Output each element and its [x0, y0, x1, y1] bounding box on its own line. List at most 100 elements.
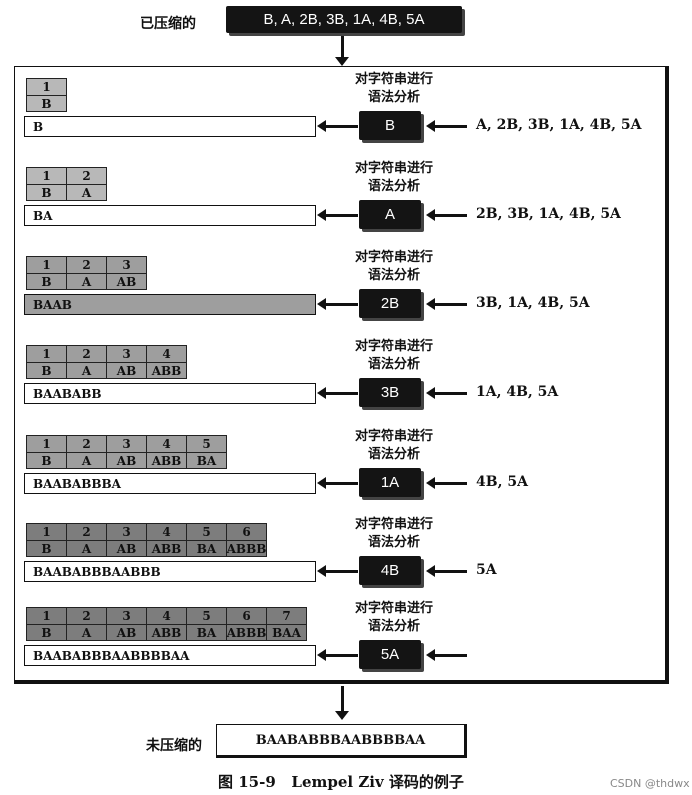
remaining-tokens: 3B, 1A, 4B, 5A: [476, 295, 590, 311]
dictionary-index-cell: 6: [226, 607, 267, 625]
arrow-left-line: [435, 303, 467, 306]
token-box: 4B: [359, 556, 421, 585]
output-string-box: BAABABBBAABBBBAA: [24, 645, 316, 666]
dictionary-index-cell: 1: [26, 607, 67, 625]
dictionary-index-cell: 4: [146, 345, 187, 363]
output-string-box: B: [24, 116, 316, 137]
dictionary-value-cell: AB: [106, 273, 147, 290]
arrow-left-head: [317, 298, 326, 310]
dictionary-index-cell: 5: [186, 523, 227, 541]
output-string-box: BAABABBBAABBB: [24, 561, 316, 582]
dictionary-value-cell: BA: [186, 540, 227, 557]
dictionary-index-cell: 3: [106, 345, 147, 363]
dictionary-value-cell: A: [66, 540, 107, 557]
dictionary-value-cell: A: [66, 273, 107, 290]
dictionary-index-cell: 1: [26, 435, 67, 453]
arrow-left-head: [317, 649, 326, 661]
dictionary-index-cell: 1: [26, 345, 67, 363]
dictionary-index-cell: 1: [26, 78, 67, 96]
output-string-box: BAAB: [24, 294, 316, 315]
dictionary-index-cell: 4: [146, 607, 187, 625]
dictionary-index-cell: 2: [66, 435, 107, 453]
arrow-left-line: [435, 570, 467, 573]
dictionary-value-cell: ABBB: [226, 540, 267, 557]
dictionary-index-cell: 4: [146, 435, 187, 453]
dictionary-value-cell: AB: [106, 540, 147, 557]
parse-label-line2: 语法分析: [367, 268, 420, 283]
arrow-left-line: [326, 214, 358, 217]
output-string-box: BAABABB: [24, 383, 316, 404]
dictionary-index-cell: 2: [66, 256, 107, 274]
arrow-left-head: [317, 120, 326, 132]
arrow-left-head: [426, 565, 435, 577]
parse-label: 对字符串进行语法分析: [334, 71, 454, 107]
token-box: A: [359, 200, 421, 229]
arrow-left-head: [317, 477, 326, 489]
dictionary-index-cell: 3: [106, 523, 147, 541]
token-box: 5A: [359, 640, 421, 669]
parse-label: 对字符串进行语法分析: [334, 160, 454, 196]
dictionary-value-cell: A: [66, 624, 107, 641]
dictionary-index-cell: 3: [106, 256, 147, 274]
uncompressed-label: 未压缩的: [146, 738, 202, 754]
token-box: 1A: [359, 468, 421, 497]
dictionary-value-cell: BAA: [266, 624, 307, 641]
parse-label-line1: 对字符串进行: [354, 250, 433, 265]
dictionary-value-cell: BA: [186, 452, 227, 469]
dictionary-value-cell: B: [26, 540, 67, 557]
dictionary-value-cell: B: [26, 95, 67, 112]
dictionary-index-cell: 2: [66, 607, 107, 625]
arrow-left-line: [326, 654, 358, 657]
dictionary-value-cell: A: [66, 452, 107, 469]
dictionary-index-cell: 7: [266, 607, 307, 625]
arrow-left-head: [426, 387, 435, 399]
dictionary-index-cell: 5: [186, 435, 227, 453]
watermark: CSDN @thdwx: [610, 777, 690, 790]
dictionary-value-cell: AB: [106, 362, 147, 379]
dictionary-index-cell: 3: [106, 607, 147, 625]
remaining-tokens: 4B, 5A: [476, 474, 528, 490]
arrow-left-head: [426, 649, 435, 661]
output-string-box: BA: [24, 205, 316, 226]
arrow-down-bottom-head: [335, 711, 349, 720]
parse-label-line2: 语法分析: [367, 90, 420, 105]
arrow-left-line: [326, 570, 358, 573]
dictionary-value-cell: ABB: [146, 452, 187, 469]
arrow-left-head: [317, 209, 326, 221]
parse-label-line1: 对字符串进行: [354, 601, 433, 616]
remaining-tokens: 2B, 3B, 1A, 4B, 5A: [476, 206, 621, 222]
remaining-tokens: 1A, 4B, 5A: [476, 384, 559, 400]
dictionary-index-cell: 1: [26, 256, 67, 274]
dictionary-value-cell: ABB: [146, 362, 187, 379]
parse-label-line2: 语法分析: [367, 179, 420, 194]
arrow-down-bottom: [341, 686, 344, 712]
parse-label-line1: 对字符串进行: [354, 72, 433, 87]
dictionary-value-cell: AB: [106, 624, 147, 641]
parse-label-line1: 对字符串进行: [354, 339, 433, 354]
compressed-token-box: B, A, 2B, 3B, 1A, 4B, 5A: [226, 6, 462, 33]
arrow-left-line: [326, 392, 358, 395]
arrow-left-line: [435, 654, 467, 657]
dictionary-index-cell: 5: [186, 607, 227, 625]
parse-label-line2: 语法分析: [367, 619, 420, 634]
dictionary-index-cell: 3: [106, 435, 147, 453]
arrow-left-head: [426, 120, 435, 132]
parse-label: 对字符串进行语法分析: [334, 516, 454, 552]
dictionary-index-cell: 1: [26, 167, 67, 185]
arrow-left-head: [426, 477, 435, 489]
dictionary-value-cell: B: [26, 362, 67, 379]
dictionary-index-cell: 2: [66, 345, 107, 363]
dictionary-value-cell: A: [66, 184, 107, 201]
parse-label: 对字符串进行语法分析: [334, 338, 454, 374]
arrow-left-line: [326, 482, 358, 485]
arrow-left-line: [435, 125, 467, 128]
dictionary-value-cell: A: [66, 362, 107, 379]
token-box: B: [359, 111, 421, 140]
output-string-box: BAABABBBA: [24, 473, 316, 494]
